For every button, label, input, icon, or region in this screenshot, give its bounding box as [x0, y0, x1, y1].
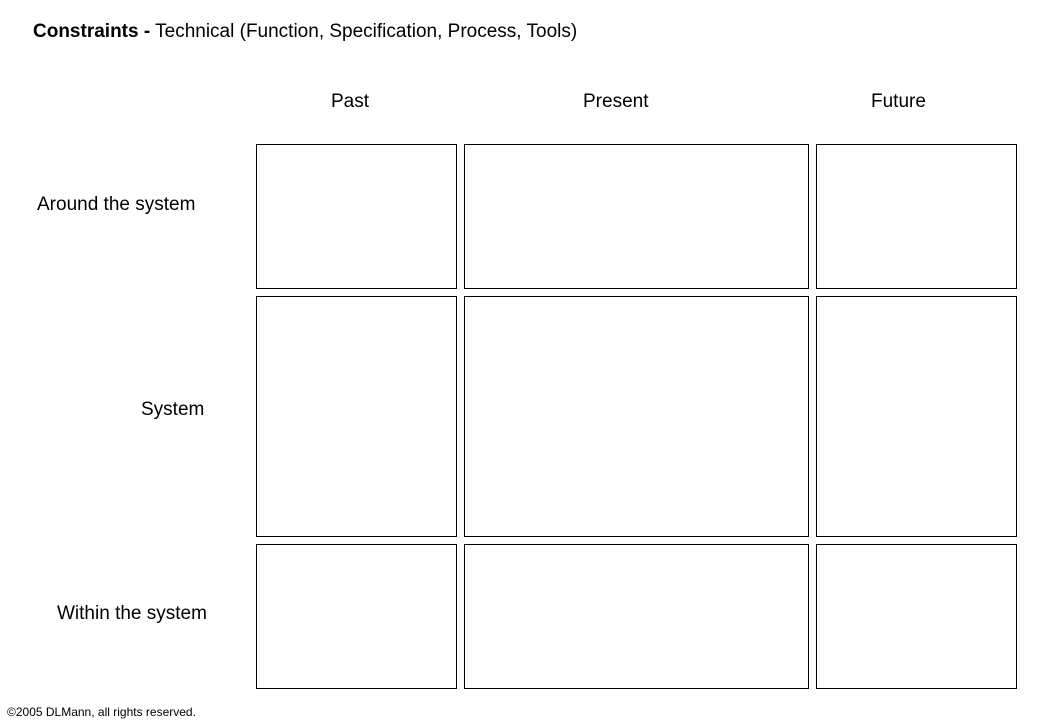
title-rest: Technical (Function, Specification, Proc…	[155, 21, 578, 42]
column-header-future: Future	[871, 91, 926, 112]
cell-around-past[interactable]	[256, 144, 457, 289]
page-title: Constraints - Technical (Function, Speci…	[33, 21, 577, 43]
cell-within-past[interactable]	[256, 544, 457, 689]
row-label-system: System	[141, 399, 205, 420]
column-header-past: Past	[331, 91, 370, 112]
copyright-footer: ©2005 DLMann, all rights reserved.	[7, 705, 196, 719]
cell-within-future[interactable]	[816, 544, 1017, 689]
cell-system-future[interactable]	[816, 296, 1017, 537]
row-label-around-system: Around the system	[37, 194, 196, 215]
cell-system-present[interactable]	[464, 296, 809, 537]
cell-around-present[interactable]	[464, 144, 809, 289]
column-header-present: Present	[583, 91, 649, 112]
cell-system-past[interactable]	[256, 296, 457, 537]
cell-within-present[interactable]	[464, 544, 809, 689]
row-label-within-system: Within the system	[57, 603, 207, 624]
title-bold: Constraints -	[33, 21, 151, 42]
cell-around-future[interactable]	[816, 144, 1017, 289]
